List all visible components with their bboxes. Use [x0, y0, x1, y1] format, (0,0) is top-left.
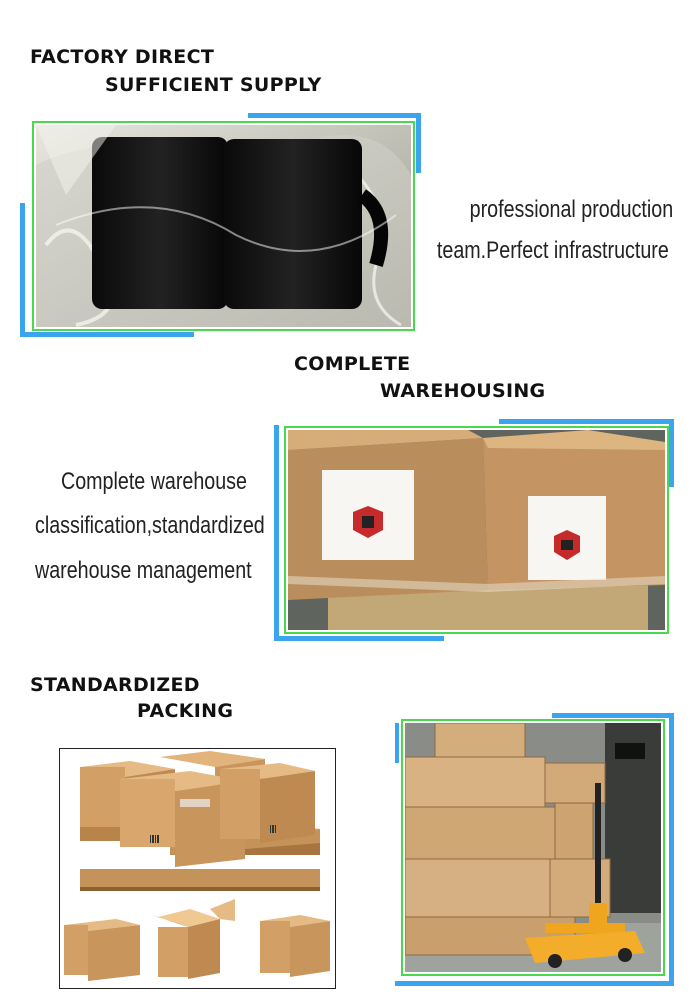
warehouse-boxes-photo	[288, 430, 665, 630]
section2-heading-line1: COMPLETE	[294, 353, 411, 375]
section2-caption-line3: warehouse management	[35, 557, 252, 584]
section3-heading-line2: PACKING	[137, 700, 234, 722]
section1-caption-line2: team.Perfect infrastructure	[437, 237, 669, 264]
section2-heading-line2: WAREHOUSING	[380, 380, 546, 402]
section2-photo-frame	[274, 419, 674, 641]
section2-caption-line1: Complete warehouse	[61, 468, 247, 495]
section1-caption-line1: professional production	[469, 196, 673, 223]
boxes-illustration	[59, 748, 336, 989]
section2-caption-line2: classification,standardized	[35, 512, 265, 539]
section1-photo-frame	[20, 113, 422, 338]
pallet-jack-boxes-photo	[405, 723, 661, 972]
section1-heading-line1: FACTORY DIRECT	[30, 46, 215, 68]
section1-heading-line2: SUFFICIENT SUPPLY	[105, 74, 322, 96]
black-mugs-photo	[36, 125, 411, 327]
section3-heading-line1: STANDARDIZED	[30, 674, 200, 696]
section3-photo-frame	[395, 713, 678, 986]
